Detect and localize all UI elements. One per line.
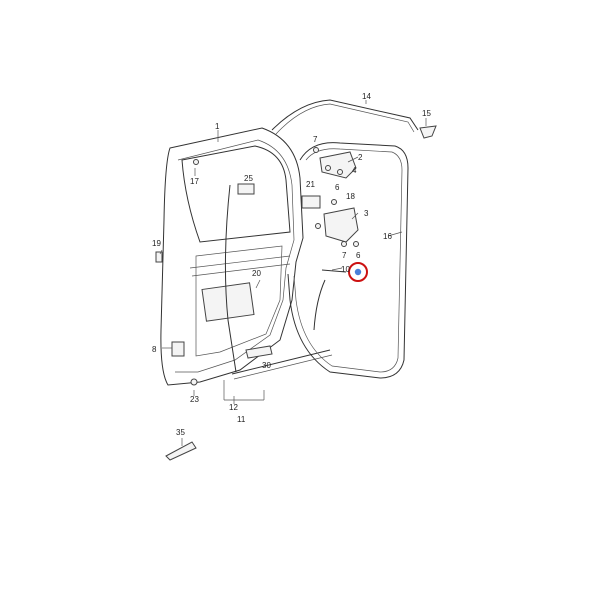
lower-seal-strip: [231, 349, 331, 375]
plug-19: [155, 251, 163, 263]
top-seal-strip: [271, 99, 419, 131]
upper-hinge: [319, 151, 357, 179]
panel-rail: [189, 255, 291, 269]
callout-20: 20: [252, 269, 261, 278]
highlight-marker: [348, 262, 368, 282]
lower-seal-strip-b: [233, 354, 333, 380]
callout-17: 17: [190, 177, 199, 186]
door-opening-seal-inner: [293, 148, 403, 373]
callout-7a: 7: [313, 135, 318, 144]
window-channel-strip: [224, 184, 237, 373]
top-seal-strip-b: [275, 103, 415, 135]
callout-14: 14: [362, 92, 371, 101]
lower-hinge: [323, 207, 359, 243]
callout-23: 23: [190, 395, 199, 404]
check-rod: [313, 279, 326, 331]
callout-30: 30: [262, 361, 271, 370]
callout-11: 11: [237, 415, 246, 424]
side-pad-8: [171, 341, 185, 357]
callout-3: 3: [364, 209, 369, 218]
leader-lines: [159, 100, 427, 446]
door-check-strap: [321, 269, 347, 273]
callout-15: 15: [422, 109, 431, 118]
callout-21: 21: [306, 180, 315, 189]
tool-35: [165, 441, 197, 461]
highlight-dot: [354, 268, 362, 276]
callout-16: 16: [383, 232, 392, 241]
callout-35: 35: [176, 428, 185, 437]
door-shell-outline: [160, 127, 304, 386]
pad-30: [245, 345, 273, 359]
callout-6b: 6: [356, 251, 361, 260]
callout-4: 4: [352, 166, 357, 175]
callout-1: 1: [215, 122, 220, 131]
callout-7b: 7: [342, 251, 347, 260]
callout-2: 2: [358, 153, 363, 162]
panel-rail-2: [191, 263, 291, 277]
callout-12: 12: [229, 403, 238, 412]
callout-19: 19: [152, 239, 161, 248]
callout-10: 10: [341, 265, 350, 274]
bracket-25: [237, 183, 255, 195]
callout-8: 8: [152, 345, 157, 354]
hinge-bracket-21: [301, 195, 321, 209]
clip-15: [419, 125, 437, 139]
callout-18: 18: [346, 192, 355, 201]
callout-6a: 6: [335, 183, 340, 192]
window-frame: [181, 145, 291, 243]
door-opening-seal: [287, 142, 409, 379]
door-shell-inner: [175, 139, 295, 373]
bolts: [190, 147, 359, 386]
door-inner-panel: [195, 245, 283, 357]
callout-25: 25: [244, 174, 253, 183]
